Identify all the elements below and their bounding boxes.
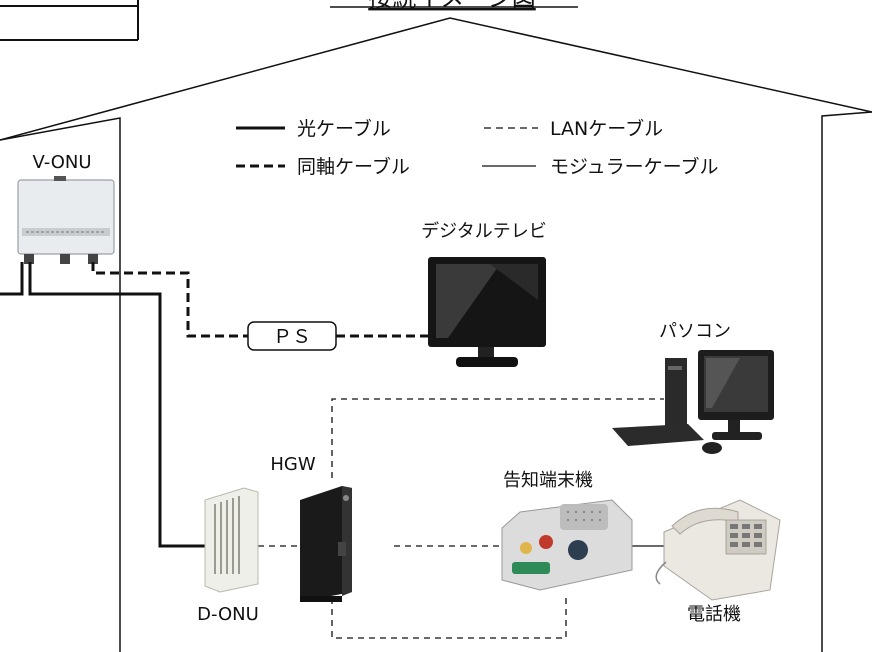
legend: 光ケーブル LANケーブル 同軸ケーブル モジュラーケーブル (236, 117, 719, 178)
phone-label: 電話機 (687, 604, 741, 625)
pc-device (612, 350, 774, 454)
hgw-label: HGW (270, 454, 315, 475)
lan-cable (258, 398, 664, 639)
legend-fiber-label: 光ケーブル (297, 117, 391, 140)
diagram-title: 接続イメージ図 (368, 0, 536, 12)
ps-splitter (247, 321, 337, 351)
tv-device (428, 257, 546, 367)
d-onu-label: D-ONU (197, 604, 259, 625)
coax-cable (91, 262, 428, 338)
v-onu-device (17, 176, 115, 264)
legend-modular-label: モジュラーケーブル (550, 155, 719, 178)
notifier-label: 告知端末機 (503, 470, 593, 491)
d-onu-device (204, 487, 259, 593)
pc-label: パソコン (659, 321, 731, 342)
legend-lan-label: LANケーブル (550, 117, 663, 140)
corner-box (0, 0, 139, 41)
phone-device (655, 499, 781, 601)
fiber-cable (0, 262, 215, 548)
hgw-device (300, 486, 352, 602)
legend-coax-label: 同軸ケーブル (297, 155, 410, 178)
house-outline (0, 17, 872, 652)
v-onu-label: V-ONU (32, 152, 91, 173)
ps-label: ＰＳ (273, 326, 311, 348)
notifier-device (501, 499, 633, 591)
tv-label: デジタルテレビ (421, 221, 547, 242)
